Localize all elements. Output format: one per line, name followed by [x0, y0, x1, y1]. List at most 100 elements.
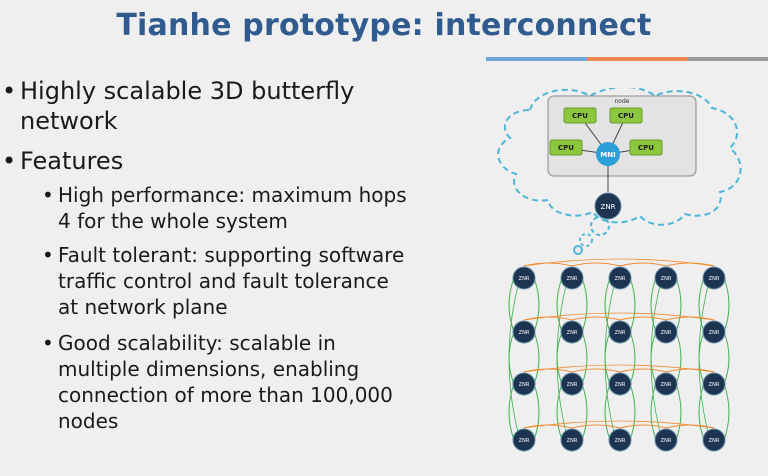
horizontal-link	[571, 262, 621, 267]
cpu-block: CPU	[549, 139, 583, 156]
horizontal-link	[523, 368, 573, 373]
znr-label: ZNR	[661, 438, 672, 444]
cpu-label: CPU	[618, 112, 634, 120]
vertical-link	[723, 331, 730, 385]
mni-circle	[596, 142, 620, 166]
vertical-link	[533, 331, 540, 385]
znr-router	[702, 266, 726, 290]
node-box-label: node	[615, 98, 630, 105]
znr-router	[512, 320, 536, 344]
sub-bullet-line: Good scalability: scalable in	[58, 331, 336, 355]
znr-router	[560, 320, 584, 344]
vertical-link	[604, 277, 617, 441]
vertical-link	[723, 383, 730, 441]
znr-label: ZNR	[661, 330, 672, 336]
horizontal-link	[523, 420, 715, 429]
vertical-link	[698, 277, 711, 441]
vertical-link	[604, 277, 611, 333]
znr-router	[560, 428, 584, 452]
znr-router	[654, 320, 678, 344]
bullet-item: • Highly scalable 3D butterfly network	[2, 76, 460, 136]
horizontal-link	[571, 368, 621, 373]
vertical-link	[581, 277, 588, 333]
znr-label: ZNR	[615, 438, 626, 444]
bullet-line: Highly scalable 3D butterfly	[20, 77, 355, 105]
znr-label: ZNR	[519, 438, 530, 444]
sub-bullet-dot: •	[42, 331, 54, 355]
horizontal-link	[523, 364, 715, 373]
horizontal-link	[571, 424, 621, 429]
horizontal-link	[523, 312, 715, 321]
znr-router	[512, 428, 536, 452]
horizontal-link	[665, 262, 715, 267]
vertical-link	[629, 383, 636, 441]
vertical-link	[533, 383, 540, 441]
znr-label: ZNR	[615, 330, 626, 336]
horizontal-link	[665, 368, 715, 373]
vertical-link	[556, 383, 563, 441]
bullet-line: Features	[20, 147, 124, 175]
mni-label: MNI	[600, 151, 615, 159]
vertical-link	[650, 277, 663, 441]
znr-router	[654, 372, 678, 396]
znr-router	[654, 266, 678, 290]
sub-bullet-line: 4 for the whole system	[58, 209, 288, 233]
znr-label: ZNR	[567, 382, 578, 388]
znr-router	[608, 428, 632, 452]
znr-router	[512, 266, 536, 290]
znr-label: ZNR	[709, 276, 720, 282]
znr-label: ZNR	[709, 330, 720, 336]
znr-router	[560, 372, 584, 396]
vertical-link	[698, 383, 705, 441]
znr-label: ZNR	[519, 330, 530, 336]
cloud-bubble	[573, 245, 583, 255]
bullet-dot: •	[2, 147, 17, 175]
horizontal-link	[523, 262, 573, 267]
znr-label: ZNR	[567, 276, 578, 282]
znr-label: ZNR	[567, 438, 578, 444]
sub-bullet-item: • Fault tolerant: supporting software tr…	[42, 242, 438, 320]
sub-bullet-item: • Good scalability: scalable in multiple…	[42, 330, 438, 434]
vertical-link	[581, 383, 588, 441]
title-rule-orange	[587, 57, 688, 61]
vertical-link	[675, 383, 682, 441]
znr-router	[512, 372, 536, 396]
vertical-link	[675, 331, 682, 385]
horizontal-link	[619, 262, 667, 267]
cpu-label: CPU	[572, 112, 588, 120]
vertical-link	[533, 277, 540, 333]
znr-router	[702, 320, 726, 344]
znr-label: ZNR	[661, 382, 672, 388]
sub-bullet-dot: •	[42, 183, 54, 207]
cpu-block: CPU	[609, 107, 643, 124]
horizontal-link	[619, 316, 667, 321]
title-rule-gray	[688, 57, 768, 61]
znr-router	[608, 372, 632, 396]
sub-bullet-line: nodes	[58, 409, 119, 433]
znr-label: ZNR	[709, 382, 720, 388]
sub-bullet-dot: •	[42, 243, 54, 267]
vertical-link	[508, 383, 515, 441]
bullet-item: • Features	[2, 146, 460, 176]
znr-label: ZNR	[709, 438, 720, 444]
vertical-link	[675, 277, 682, 333]
horizontal-link	[619, 368, 667, 373]
sub-bullet-line: traffic control and fault tolerance	[58, 269, 389, 293]
vertical-link	[629, 331, 636, 385]
horizontal-link	[523, 258, 715, 267]
vertical-link	[556, 277, 563, 333]
slide-title: Tianhe prototype: interconnect	[116, 8, 652, 43]
znr-label: ZNR	[519, 382, 530, 388]
title-rule-blue	[486, 57, 587, 61]
sub-bullet-line: High performance: maximum hops	[58, 183, 407, 207]
znr-label: ZNR	[615, 276, 626, 282]
znr-router	[608, 320, 632, 344]
sub-bullet-item: • High performance: maximum hops 4 for t…	[42, 182, 438, 234]
vertical-link	[508, 277, 521, 441]
cpu-block: CPU	[563, 107, 597, 124]
cloud-bubble	[579, 233, 593, 247]
vertical-link	[508, 277, 515, 333]
znr-label: ZNR	[615, 382, 626, 388]
znr-router	[608, 266, 632, 290]
